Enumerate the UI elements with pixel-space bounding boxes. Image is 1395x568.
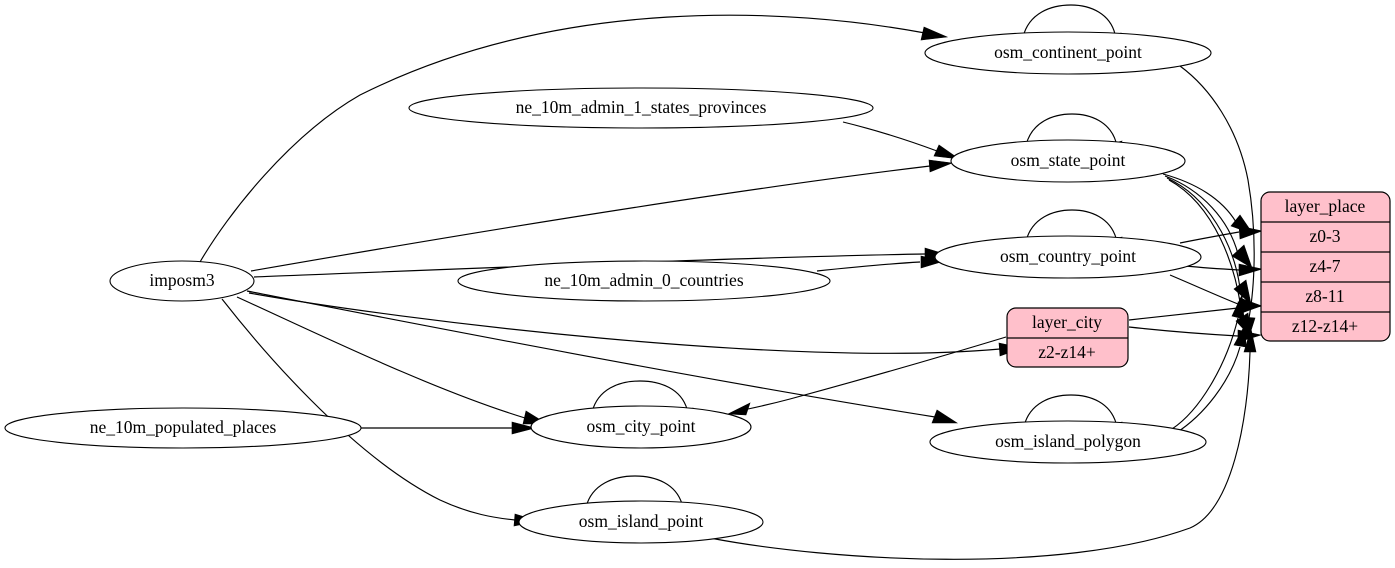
edge-osm_island_polygon-to-layer_place-z12 <box>1175 323 1247 434</box>
node-label-imposm3: imposm3 <box>149 270 214 290</box>
node-osm_state_point[interactable]: osm_state_point <box>950 139 1186 183</box>
node-label-osm_city_point: osm_city_point <box>587 416 696 436</box>
edge-ne_countries-to-osm_country_point <box>816 255 946 272</box>
node-osm_country_point[interactable]: osm_country_point <box>934 235 1202 279</box>
edge-imposm3-to-osm_state_point <box>250 159 954 272</box>
node-osm_continent_point[interactable]: osm_continent_point <box>924 31 1212 75</box>
node-ne_10m_admin_1_states_provinces[interactable]: ne_10m_admin_1_states_provinces <box>408 87 874 129</box>
edge-ne_states-to-osm_state_point <box>842 121 960 160</box>
edge-imposm3-to-osm_island_polygon <box>246 290 959 424</box>
edge-layer <box>199 4 1264 560</box>
edge-osm_state_point-to-layer_place-z4 <box>1164 175 1253 269</box>
node-label-osm_island_polygon: osm_island_polygon <box>995 431 1141 451</box>
record-node-layer_city[interactable]: layer_city z2-z14+ <box>1006 307 1129 368</box>
edge-osm_country_point-to-layer_place-z4 <box>1184 263 1264 277</box>
edge-ne_populated-to-osm_city_point <box>361 421 537 435</box>
node-ne_10m_populated_places[interactable]: ne_10m_populated_places <box>4 407 362 449</box>
record-header-layer_city: layer_city <box>1032 312 1102 332</box>
edge-layer_city-to-osm_city_point <box>726 336 1007 416</box>
node-label-osm_state_point: osm_state_point <box>1011 150 1126 170</box>
node-imposm3[interactable]: imposm3 <box>109 260 255 302</box>
record-header-layer_place: layer_place <box>1285 196 1366 216</box>
node-label-osm_island_point: osm_island_point <box>579 511 704 531</box>
node-label-osm_country_point: osm_country_point <box>1000 246 1136 266</box>
node-osm_city_point[interactable]: osm_city_point <box>530 405 752 449</box>
node-layer: imposm3 ne_10m_admin_1_states_provinces … <box>4 31 1212 544</box>
record-row-layer_place-z4-7[interactable]: z4-7 <box>1309 256 1340 276</box>
edge-imposm3-to-layer_city <box>248 292 1024 357</box>
node-ne_10m_admin_0_countries[interactable]: ne_10m_admin_0_countries <box>457 260 831 302</box>
node-label-ne_10m_populated_places: ne_10m_populated_places <box>90 417 277 437</box>
record-row-layer_place-z12-z14plus[interactable]: z12-z14+ <box>1292 316 1358 336</box>
edge-osm_island_point-to-layer_place-z12 <box>709 327 1257 560</box>
edge-imposm3-to-osm_city_point <box>236 296 549 425</box>
edge-osm_continent_point-to-layer_place-z12 <box>1179 65 1256 342</box>
edge-imposm3-to-osm_continent_point <box>199 14 949 263</box>
node-osm_island_polygon[interactable]: osm_island_polygon <box>929 420 1207 464</box>
record-row-layer_place-z8-11[interactable]: z8-11 <box>1305 286 1344 306</box>
node-label-osm_continent_point: osm_continent_point <box>994 42 1142 62</box>
record-node-layer: layer_place z0-3 z4-7 z8-11 z12-z14+ lay… <box>1006 191 1391 368</box>
node-label-ne_10m_admin_1_states_provinces: ne_10m_admin_1_states_provinces <box>516 97 767 117</box>
edge-layer_city-to-layer_place-z8 <box>1128 301 1263 321</box>
edge-osm_state_point-to-layer_place-z8 <box>1166 177 1252 305</box>
edge-osm_country_point-to-layer_place-z0 <box>1179 225 1264 244</box>
node-label-ne_10m_admin_0_countries: ne_10m_admin_0_countries <box>544 270 743 290</box>
record-node-layer_place[interactable]: layer_place z0-3 z4-7 z8-11 z12-z14+ <box>1260 191 1391 342</box>
edge-osm_island_polygon-to-layer_place-z8 <box>1171 293 1245 430</box>
record-row-layer_place-z0-3[interactable]: z0-3 <box>1309 226 1340 246</box>
node-osm_island_point[interactable]: osm_island_point <box>518 500 764 544</box>
record-row-layer_city-z2-z14plus[interactable]: z2-z14+ <box>1038 342 1096 362</box>
